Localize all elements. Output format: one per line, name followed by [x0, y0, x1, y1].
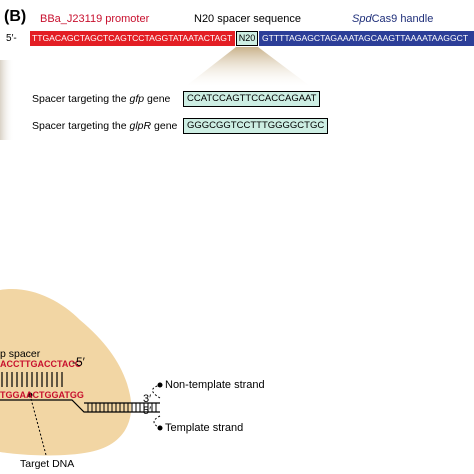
dna-sequence: TGGAACTGGATGG — [0, 390, 84, 400]
three-prime-label: 3′ — [143, 393, 152, 405]
template-strand-line — [0, 399, 160, 413]
left-shadow — [0, 60, 14, 140]
handle-header-rest: Cas9 handle — [371, 13, 434, 25]
spacer-label-c: p spacer — [0, 348, 41, 360]
spacer-glpr-gene: glpR — [129, 120, 152, 132]
n20-box: N20 — [236, 31, 258, 46]
non-template-label: Non-template strand — [165, 379, 265, 391]
spacer-glpr-label: Spacer targeting the glpR gene — [32, 120, 177, 132]
handle-header: SpdCas9 handle — [352, 13, 433, 25]
template-label: Template strand — [165, 422, 244, 434]
spacer-gfp-sequence: CCATCCAGTTCCACCAGAAT — [183, 91, 321, 107]
spacer-glpr-sequence: GGGCGGTCCTTTGGGGCTGC — [183, 118, 329, 134]
five-prime-label: 5′- — [6, 33, 17, 44]
protein-blob — [0, 289, 132, 456]
spacer-gfp-suffix: gene — [144, 93, 171, 105]
promoter-header: BBa_J23119 promoter — [40, 13, 150, 25]
five-prime-label-c: 5′ — [143, 405, 152, 417]
panel-b-label: (B) — [4, 8, 27, 25]
duplex-ticks — [87, 403, 157, 412]
spacer-gfp-prefix: Spacer targeting the — [32, 93, 130, 105]
spacer-gfp-gene: gfp — [129, 93, 145, 105]
template-leader — [153, 415, 161, 429]
spacer-glpr-suffix: gene — [151, 120, 178, 132]
rna-sequence: ACCTTGACCTACC — [0, 359, 82, 369]
handle-header-italic: Spd — [352, 13, 372, 25]
n20-callout-fan — [186, 47, 310, 86]
target-dna-dot — [27, 392, 33, 398]
base-pair-ticks — [1, 372, 63, 387]
promoter-sequence: TTGACAGCTAGCTCAGTCCTAGGTATAATACTAGT — [30, 31, 235, 46]
spacer-glpr-prefix: Spacer targeting the — [32, 120, 130, 132]
rna-five-prime: -5′ — [72, 355, 85, 369]
spacer-gfp-label: Spacer targeting the gfp gene — [32, 93, 170, 105]
non-template-dot — [157, 382, 163, 388]
n20-header: N20 spacer sequence — [194, 13, 302, 25]
target-dna-label: Target DNA — [20, 458, 75, 470]
handle-sequence: GTTTTAGAGCTAGAAATAGCAAGTTAAAATAAGGCT — [259, 31, 474, 46]
template-dot — [157, 425, 163, 431]
